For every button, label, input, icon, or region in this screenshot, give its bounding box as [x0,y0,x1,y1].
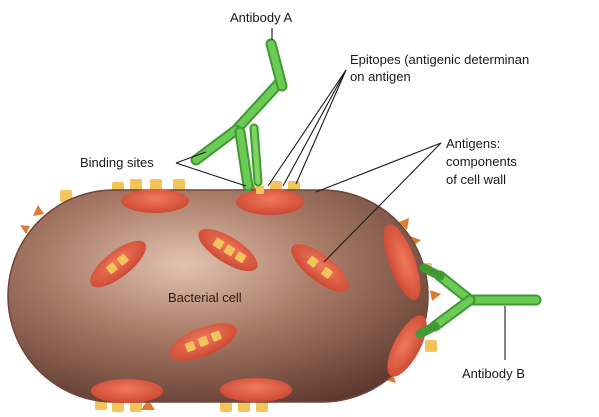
label-bacterial-cell: Bacterial cell [168,290,242,305]
antibody-a [196,44,282,186]
label-epitopes-line1: Epitopes (antigenic determinan [350,52,529,67]
label-antigens-line2: components [446,154,517,169]
label-binding-sites: Binding sites [80,155,154,170]
label-antibody-a: Antibody A [230,10,292,25]
label-antibody-b: Antibody B [462,366,525,381]
label-epitopes-line2: on antigen [350,69,411,84]
label-antigens-line1: Antigens: [446,136,500,151]
antibody-b [420,268,536,334]
label-antigens-line3: of cell wall [446,172,506,187]
